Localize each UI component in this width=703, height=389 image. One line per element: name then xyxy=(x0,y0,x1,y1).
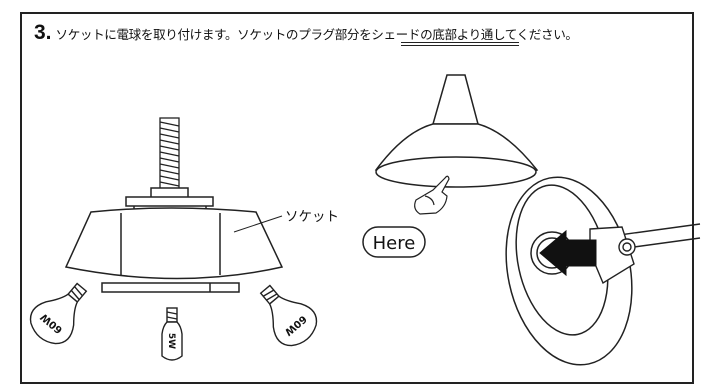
instruction-frame xyxy=(20,12,694,384)
socket-illustration xyxy=(64,187,284,293)
bulb-left: 60W xyxy=(29,282,88,345)
bulb-center-wattage: 5W xyxy=(166,333,176,349)
step-instruction: ソケットに電球を取り付けます。ソケットのプラグ部分をシェードの底部より通してくだ… xyxy=(55,27,578,42)
threaded-pipe xyxy=(159,117,180,191)
shade-bottom-closeup xyxy=(505,176,633,366)
step-header: 3. ソケットに電球を取り付けます。ソケットのプラグ部分をシェードの底部より通し… xyxy=(34,21,578,45)
emphasis-underline-bottom xyxy=(401,45,519,46)
step-number: 3. xyxy=(34,21,52,44)
emphasis-underline-top xyxy=(401,42,519,43)
bulb-right: 60W xyxy=(259,284,318,347)
pendant-shade xyxy=(374,74,539,188)
pointing-hand-icon xyxy=(414,175,450,215)
socket-label: ソケット xyxy=(285,209,339,225)
here-label: Here xyxy=(373,233,416,254)
here-callout: Here xyxy=(362,226,426,258)
socket-leader-line xyxy=(233,215,283,233)
bulb-center: 5W xyxy=(161,307,183,361)
plug-and-cable xyxy=(589,223,701,285)
insert-direction-arrow-icon xyxy=(539,229,597,277)
